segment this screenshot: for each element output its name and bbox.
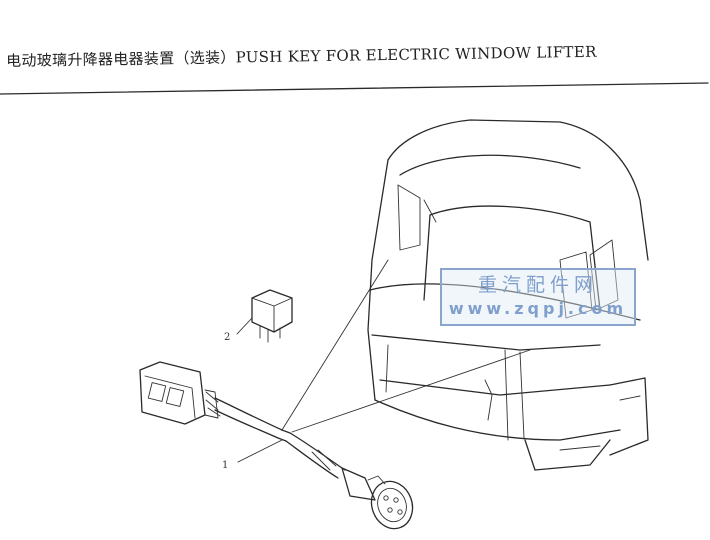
callout-1: 1 xyxy=(222,460,228,471)
watermark-chinese: 重汽配件网 xyxy=(477,274,598,296)
watermark-stamp: 重汽配件网 www.zqpj.com xyxy=(440,268,636,326)
header-divider xyxy=(0,82,709,95)
leader-line xyxy=(281,259,389,431)
round-connector xyxy=(341,467,414,530)
watermark-url: www.zqpj.com xyxy=(448,299,628,318)
relay-part xyxy=(236,289,293,343)
truck-cab-illustration xyxy=(367,119,649,471)
wiring-harness xyxy=(205,391,346,479)
window-push-key-switch xyxy=(139,361,219,425)
callout-2: 2 xyxy=(224,332,230,343)
leader-line xyxy=(291,349,531,433)
